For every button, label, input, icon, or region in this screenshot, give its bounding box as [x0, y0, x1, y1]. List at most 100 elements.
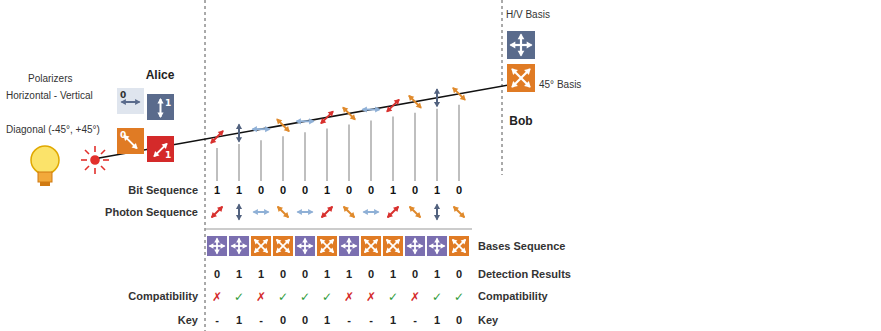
arrow-head [320, 118, 326, 124]
polarization-arrow [211, 131, 223, 143]
bob-basis-icons [507, 31, 535, 92]
compatibility-mark: ✓ [300, 290, 310, 304]
arrow-head [321, 212, 327, 218]
arrow-head [217, 206, 223, 212]
key-cell: - [347, 314, 351, 326]
polarizer-box: 1 [147, 136, 174, 162]
bit-cell: 0 [456, 184, 462, 196]
key-cell: 1 [324, 314, 330, 326]
arrow-head [302, 238, 308, 243]
arrow-head [135, 99, 140, 105]
arrow-head [518, 34, 525, 40]
basis-box [383, 236, 403, 256]
divider-line [502, 0, 503, 175]
detection-cell: 0 [280, 268, 286, 280]
bit-cell: 1 [236, 184, 242, 196]
compatibility-mark: ✓ [432, 290, 442, 304]
arrow-head [342, 107, 348, 113]
bit-cell: 1 [214, 184, 220, 196]
arrow-head [283, 212, 289, 218]
basis-box [317, 236, 337, 256]
key-cell: 1 [390, 314, 396, 326]
bit-cell: 1 [324, 184, 330, 196]
arrow-head [346, 238, 352, 243]
arrow-head [386, 106, 392, 112]
arrow-head [263, 239, 268, 244]
arrow-head [308, 209, 313, 215]
arrow-head [452, 87, 458, 93]
arrow-head [461, 248, 466, 253]
key-cell: - [369, 314, 373, 326]
bit-cell: 0 [346, 184, 352, 196]
bit-cell: 1 [434, 184, 440, 196]
arrow-head [511, 68, 518, 75]
row-label: Compatibility [128, 290, 198, 302]
arrow-head [364, 239, 369, 244]
arrow-head [253, 209, 258, 215]
basis-box [507, 64, 535, 92]
detection-cell: 1 [390, 268, 396, 280]
arrow-head [511, 81, 518, 88]
basis-box [427, 236, 447, 256]
arrow-head [363, 209, 368, 215]
actor-name: Alice [146, 68, 175, 82]
arrow-head [209, 243, 214, 249]
separator-line [205, 229, 472, 230]
arrow-head [374, 209, 379, 215]
detection-cell: 1 [346, 268, 352, 280]
arrow-head [510, 42, 516, 49]
arrow-head [408, 95, 414, 101]
detection-cell: 0 [302, 268, 308, 280]
row-label: Key [178, 314, 198, 326]
arrow-head [395, 248, 400, 253]
basis-box [207, 236, 227, 256]
arrow-head [236, 250, 242, 255]
actor-name: Bob [509, 114, 532, 128]
arrow-head [452, 248, 457, 253]
polarization-arrow [409, 96, 421, 108]
drop-line [458, 105, 460, 181]
basis-box [229, 236, 249, 256]
arrow-head [214, 238, 220, 243]
polarization-arrow [512, 69, 530, 87]
bit-cell: 0 [368, 184, 374, 196]
photon-stream [210, 87, 465, 181]
arrow-head [277, 206, 283, 212]
arrow-head [524, 68, 531, 75]
arrow-head [434, 204, 440, 209]
arrow-head [236, 215, 242, 220]
arrow-head [341, 243, 346, 249]
divider-line [205, 0, 206, 331]
arrow-head [415, 212, 421, 218]
arrow-head [407, 243, 412, 249]
basis-label: H/V Basis [506, 9, 550, 20]
arrow-head [453, 206, 459, 212]
arrow-head [276, 239, 281, 244]
arrow-head [214, 250, 220, 255]
bases-sequence [207, 236, 469, 256]
polarization-arrow [212, 207, 223, 218]
key-cell: 1 [236, 314, 242, 326]
arrow-head [387, 212, 393, 218]
polarization-arrow [387, 240, 400, 253]
group-label: Horizontal - Vertical [6, 90, 93, 101]
arrow-head [419, 243, 424, 249]
arrow-head [153, 151, 159, 157]
arrow-head [416, 102, 422, 108]
bit-value: 0 [120, 90, 126, 100]
compatibility-mark: ✓ [322, 290, 332, 304]
key-cell: - [259, 314, 263, 326]
arrow-head [362, 106, 367, 112]
arrow-head [236, 124, 242, 129]
arrow-head [373, 248, 378, 253]
arrow-head [524, 81, 531, 88]
polarization-arrow [255, 240, 268, 253]
drop-line [348, 124, 350, 181]
detection-cell: 0 [214, 268, 220, 280]
compatibility-mark: ✗ [212, 290, 222, 304]
arrow-head [364, 248, 369, 253]
polarization-arrow [277, 119, 289, 131]
arrow-head [328, 111, 334, 117]
drop-line [238, 144, 240, 181]
polarization-arrow [453, 88, 465, 100]
